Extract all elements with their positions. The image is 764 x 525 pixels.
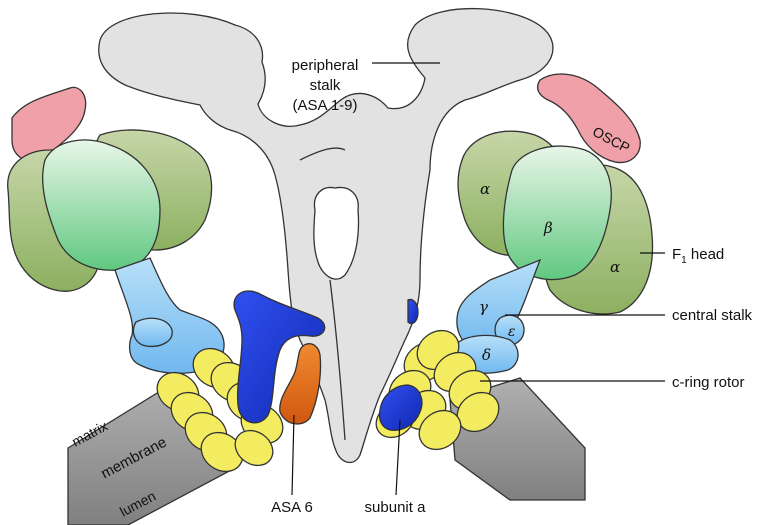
peripheral-stalk-shape xyxy=(98,7,554,464)
gamma-label: γ xyxy=(479,298,488,316)
right-subunit-a xyxy=(378,298,423,431)
right-oscp xyxy=(537,73,641,164)
asa6-leader xyxy=(291,414,295,496)
left-asa6 xyxy=(279,343,322,425)
left-subunit-a xyxy=(233,290,326,424)
f1-head-label: F1 head xyxy=(672,246,724,266)
alpha-label-right-front: α xyxy=(610,258,620,276)
peripheral-stalk-label-3: (ASA 1-9) xyxy=(292,97,357,114)
f1-head-label-sub: 1 xyxy=(681,255,687,266)
subunit-a-label: subunit a xyxy=(365,499,427,516)
peripheral-stalk-label-1: peripheral xyxy=(292,57,359,74)
peripheral-stalk-label-2: stalk xyxy=(310,77,341,94)
subunit-a-leader xyxy=(395,419,401,496)
delta-label: δ xyxy=(482,346,491,364)
epsilon-label: ε xyxy=(508,324,516,340)
right-beta-subunit xyxy=(502,145,612,281)
left-beta-subunit xyxy=(42,139,161,271)
c-ring-rotor-label: c-ring rotor xyxy=(672,374,745,391)
beta-label-right: β xyxy=(543,219,553,237)
f1-head-label-suffix: head xyxy=(687,246,725,263)
f1-head-label-main: F xyxy=(672,246,681,263)
alpha-label-left-back: α xyxy=(480,180,490,198)
central-stalk-label: central stalk xyxy=(672,307,753,324)
asa6-label: ASA 6 xyxy=(271,499,313,516)
